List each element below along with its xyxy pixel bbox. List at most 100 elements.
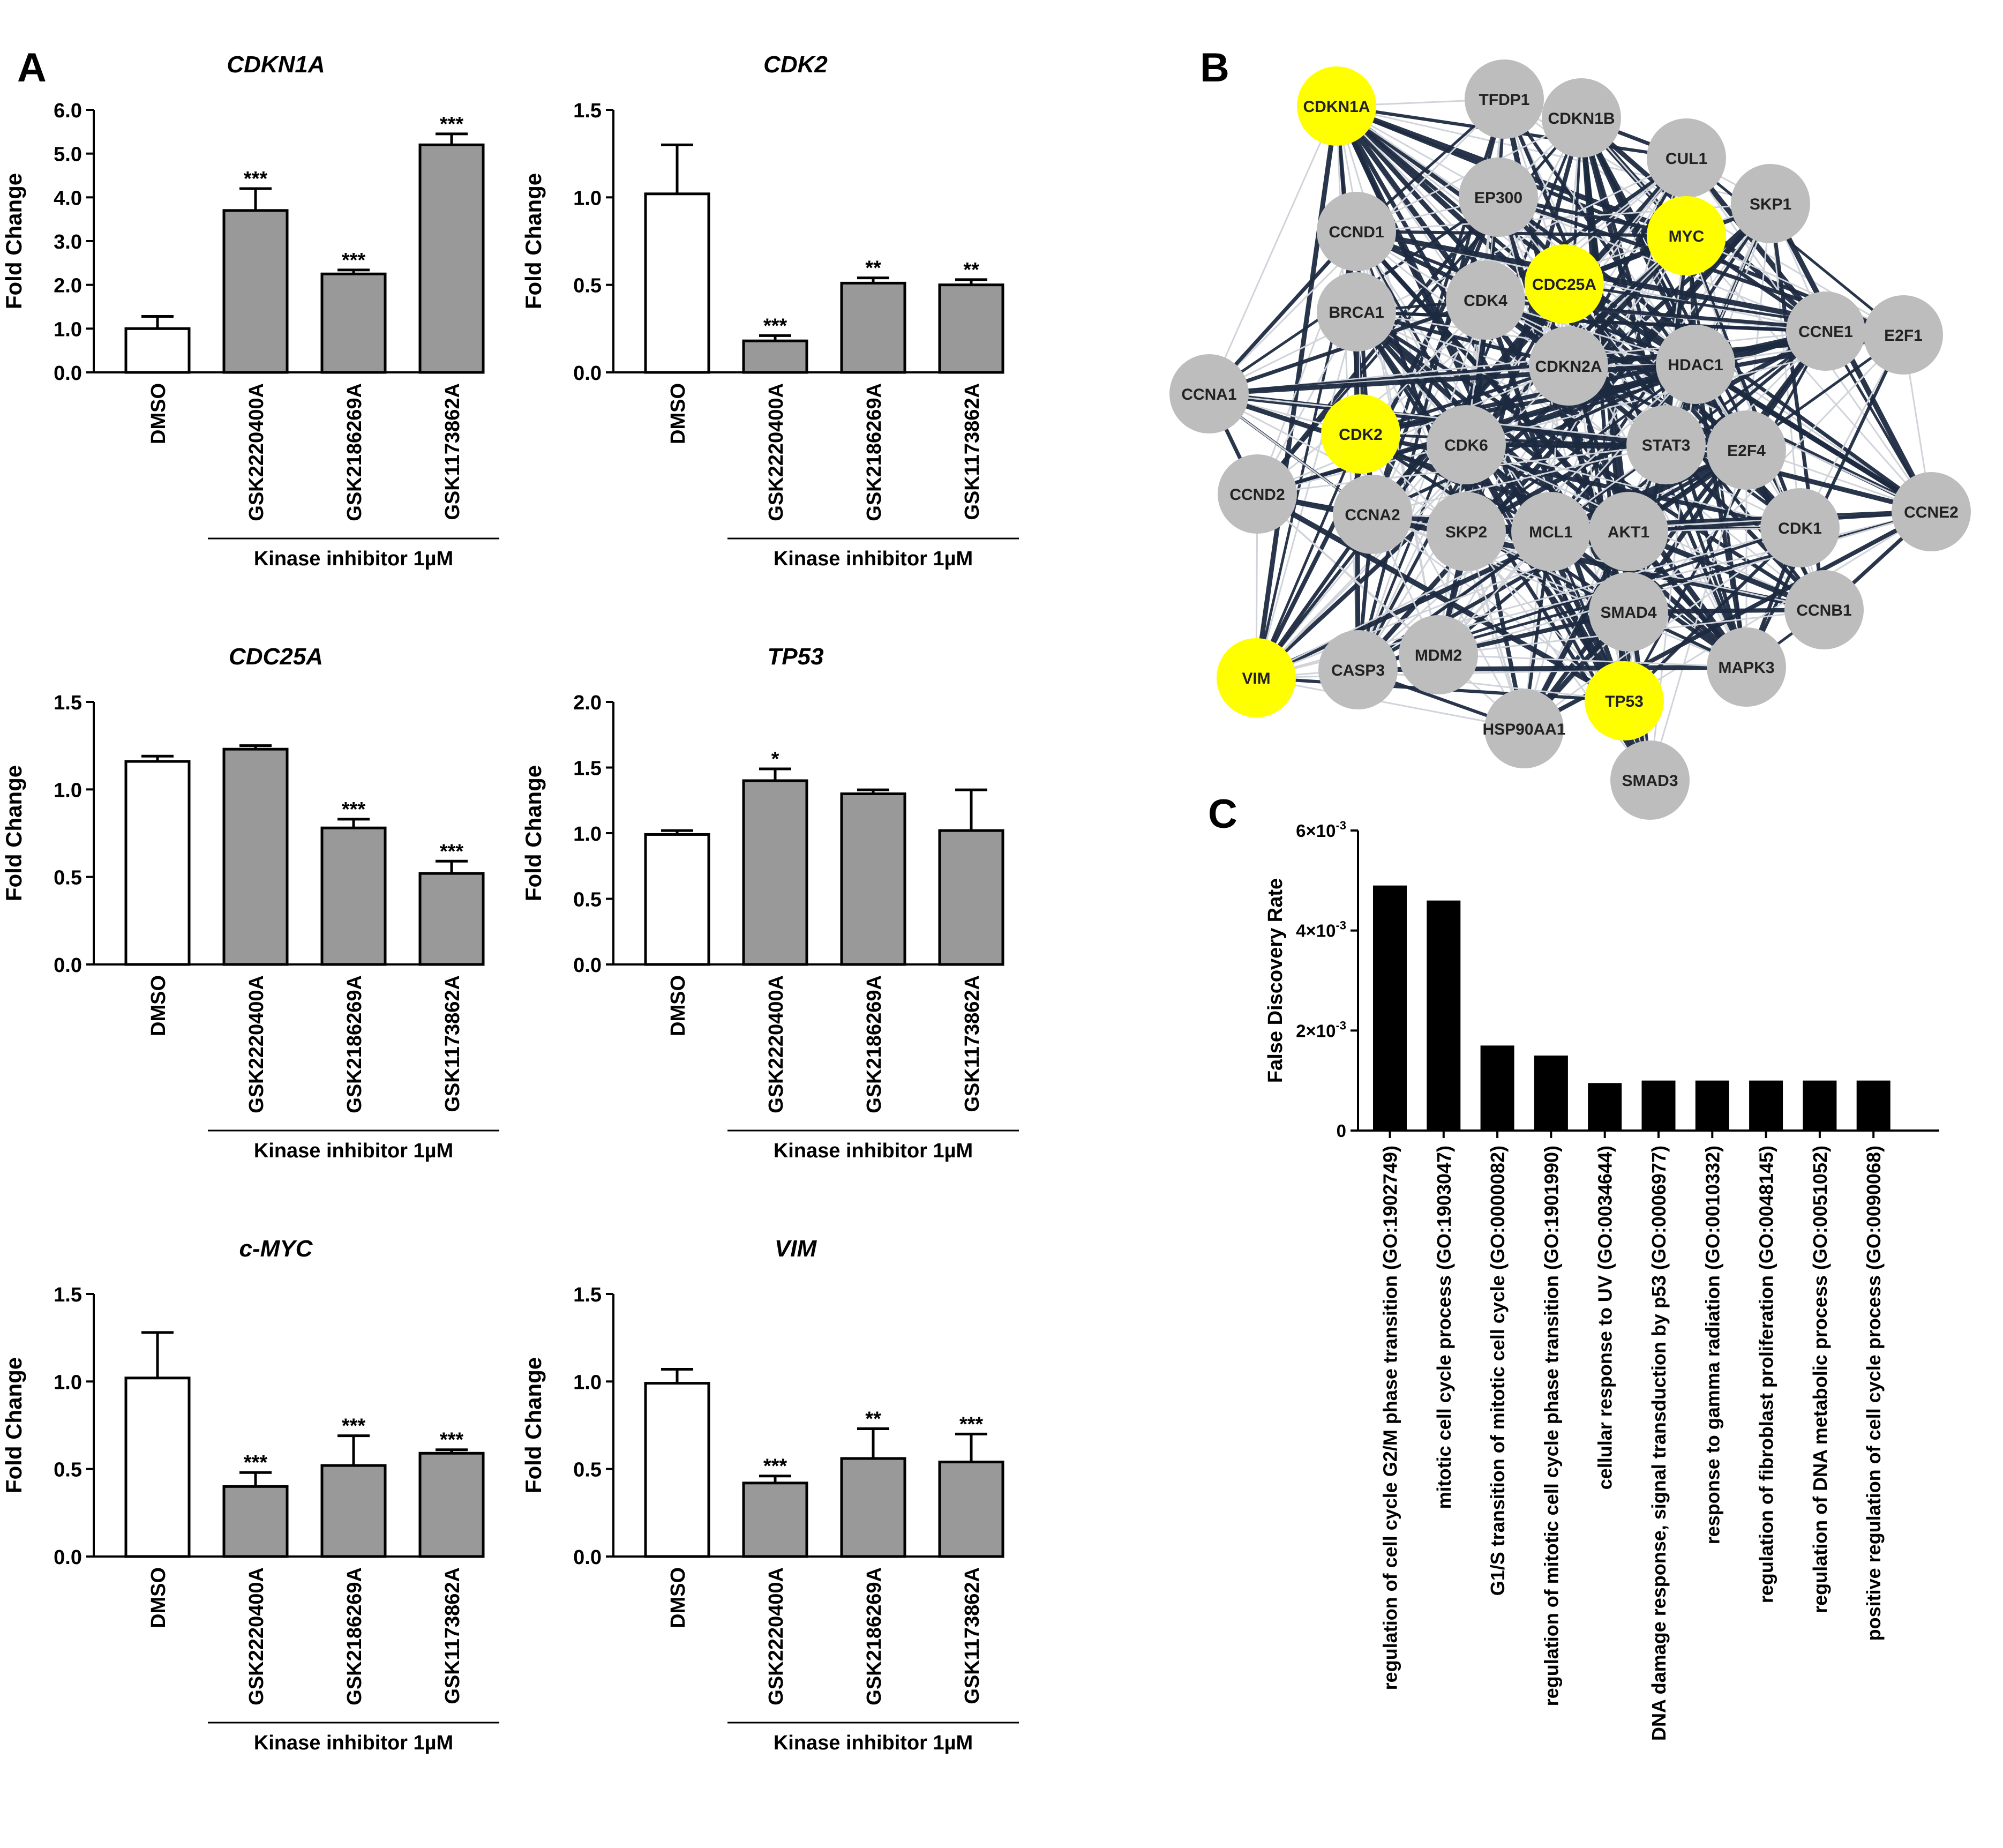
x-tick-label: GSK2186269A <box>863 383 886 521</box>
go-bar <box>1641 1080 1676 1131</box>
node-cdkn1a: CDKN1A <box>1297 66 1376 146</box>
bar-gsk1173862a <box>418 1452 485 1558</box>
y-tick-label: 4×10-3 <box>1296 919 1346 941</box>
bar-gsk2186269a <box>320 1464 387 1558</box>
y-tick-label: 1.5 <box>573 100 602 122</box>
go-bar <box>1803 1080 1837 1131</box>
node-smad4: SMAD4 <box>1589 572 1668 652</box>
bar-dmso <box>124 327 191 374</box>
node-circle <box>1427 405 1506 484</box>
node-label: CDK2 <box>1339 426 1383 444</box>
node-cul1: CUL1 <box>1647 118 1726 198</box>
node-myc: MYC <box>1647 196 1726 275</box>
node-mdm2: MDM2 <box>1399 615 1478 694</box>
group-label: Kinase inhibitor 1µM <box>774 1140 973 1162</box>
node-circle <box>1892 472 1971 551</box>
y-tick-label: 3.0 <box>54 231 82 253</box>
go-term-label: regulation of cell cycle G2/M phase tran… <box>1379 1146 1401 1690</box>
go-term-label: DNA damage response, signal transduction… <box>1648 1146 1670 1741</box>
node-circle <box>1321 394 1400 474</box>
edge-weak <box>1357 444 1467 670</box>
node-label: HSP90AA1 <box>1482 721 1565 738</box>
node-circle <box>1731 164 1810 243</box>
x-tick-label: GSK2186269A <box>343 975 366 1113</box>
y-tick-label: 6.0 <box>54 100 82 122</box>
y-tick-label: 0 <box>1337 1121 1346 1141</box>
node-cdkn1b: CDKN1B <box>1542 78 1621 158</box>
node-label: CCNA2 <box>1345 506 1400 524</box>
node-circle <box>1647 118 1726 198</box>
node-ep300: EP300 <box>1459 158 1538 237</box>
node-e2f1: E2F1 <box>1864 295 1943 375</box>
network-edges <box>1207 98 1934 781</box>
significance-marker: *** <box>244 1452 268 1474</box>
edge-weak <box>1438 654 1747 668</box>
go-term-label: regulation of mitotic cell cycle phase t… <box>1540 1146 1562 1706</box>
y-tick-label: 2.0 <box>573 692 602 714</box>
y-axis-label: False Discovery Rate <box>1264 878 1287 1083</box>
chart-title: CDK2 <box>763 51 828 78</box>
x-tick-label: GSK1173862A <box>441 975 464 1112</box>
x-tick-label: GSK1173862A <box>441 383 464 520</box>
node-circle <box>1169 354 1249 433</box>
node-label: CCND2 <box>1229 486 1285 504</box>
node-mcl1: MCL1 <box>1511 492 1591 571</box>
edge-strong <box>1356 230 1687 237</box>
edge-strong <box>1684 235 1802 529</box>
edge-weak <box>1372 444 1667 515</box>
node-circle <box>1626 405 1706 484</box>
y-axis-label: Fold Change <box>521 765 546 901</box>
chart-title: TP53 <box>767 644 823 670</box>
node-label: E2F4 <box>1727 442 1766 460</box>
node-circle <box>1217 638 1296 717</box>
node-label: CCND1 <box>1329 223 1384 241</box>
node-circle <box>1399 615 1478 694</box>
bar-gsk2220400a <box>222 209 289 374</box>
node-label: CCNB1 <box>1796 602 1851 619</box>
significance-marker: *** <box>440 840 464 863</box>
y-tick-label: 1.0 <box>573 1371 602 1394</box>
node-label: MDM2 <box>1415 647 1462 664</box>
y-tick-label: 0.5 <box>573 889 602 911</box>
bar-gsk2220400a <box>222 747 289 966</box>
edge-strong <box>1355 230 1697 366</box>
node-label: CCNE2 <box>1904 504 1959 521</box>
node-circle <box>1589 492 1668 571</box>
x-tick-label: GSK2220400A <box>245 383 268 521</box>
node-casp3: CASP3 <box>1318 630 1398 709</box>
go-term-label: positive regulation of cell cycle proces… <box>1863 1146 1885 1641</box>
significance-marker: ** <box>865 257 881 280</box>
edge-weak <box>1485 299 1747 451</box>
y-tick-label: 0.0 <box>54 954 82 977</box>
bar-gsk2186269a <box>320 826 387 966</box>
go-bar <box>1856 1080 1891 1131</box>
edge-weak <box>1355 231 1552 532</box>
y-tick-label: 5.0 <box>54 144 82 166</box>
node-cdk4: CDK4 <box>1446 260 1525 340</box>
node-hsp90aa1: HSP90AA1 <box>1482 689 1566 768</box>
group-label: Kinase inhibitor 1µM <box>254 1732 453 1754</box>
bar-dmso <box>644 192 710 374</box>
node-circle <box>1459 158 1538 237</box>
go-term-label: regulation of DNA metabolic process (GO:… <box>1809 1146 1831 1613</box>
y-tick-label: 0.0 <box>573 1546 602 1569</box>
y-tick-label: 0.5 <box>54 1459 82 1482</box>
node-circle <box>1427 492 1506 571</box>
y-tick-label: 0.0 <box>573 954 602 977</box>
edge-weak <box>1208 106 1338 394</box>
node-label: CDK6 <box>1444 437 1488 454</box>
go-bar <box>1427 900 1461 1131</box>
x-tick-label: DMSO <box>147 383 170 444</box>
y-tick-label: 2×10-3 <box>1296 1019 1346 1041</box>
x-tick-label: GSK2220400A <box>245 1567 268 1705</box>
go-term-label: response to gamma radiation (GO:0010332) <box>1701 1146 1723 1544</box>
x-tick-label: GSK2186269A <box>343 1567 366 1705</box>
x-tick-label: GSK1173862A <box>961 975 984 1112</box>
edge-weak <box>1357 300 1487 670</box>
node-circle <box>1511 492 1591 571</box>
